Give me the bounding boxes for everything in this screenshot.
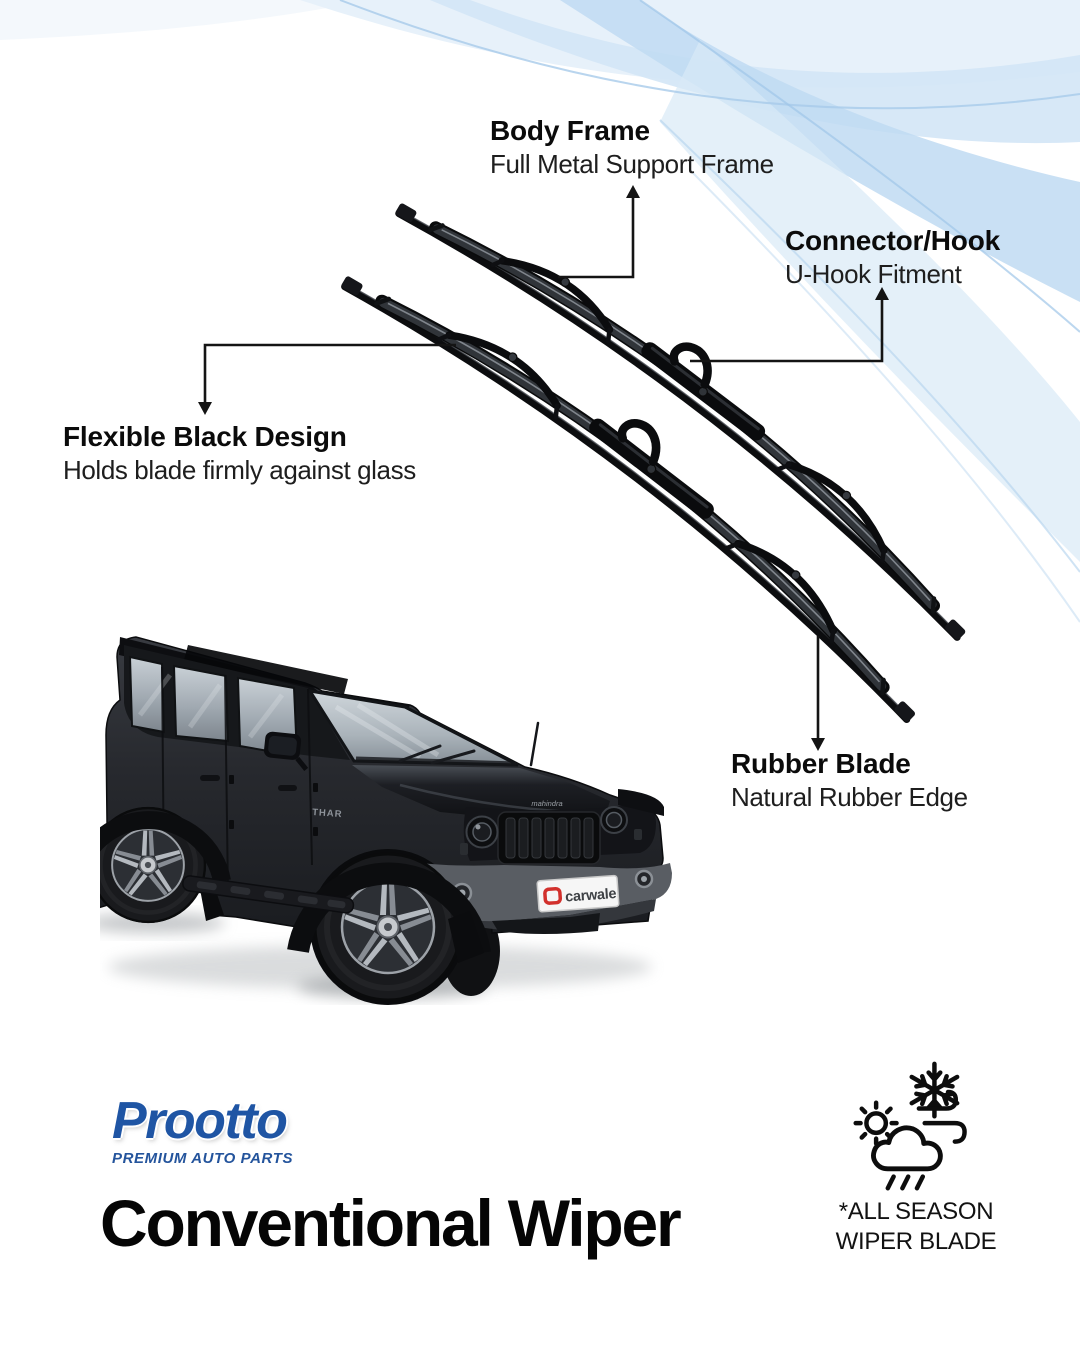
license-plate: carwale — [536, 874, 620, 913]
mud-flap — [200, 885, 224, 921]
car-hood — [352, 765, 610, 821]
season-badge-line2: WIPER BLADE — [835, 1228, 997, 1255]
callout-line-connector-hook — [690, 298, 884, 363]
car-antenna — [529, 721, 540, 767]
wave-line — [659, 119, 1080, 573]
windshield-wipers — [398, 744, 476, 765]
wave-line — [639, 0, 1080, 333]
wave-band — [0, 0, 370, 40]
wave-band — [660, 40, 1080, 562]
headlight-icon — [600, 806, 628, 834]
callout-subtitle: Full Metal Support Frame — [490, 149, 774, 179]
suv-car-photo: mahindra carwale — [100, 636, 672, 1005]
callout-title: Rubber Blade — [731, 748, 911, 779]
callout-subtitle: Natural Rubber Edge — [731, 782, 968, 812]
door-badge-text: THAR — [312, 807, 343, 820]
car-door-seams — [161, 666, 318, 896]
callout-rubber-blade: Rubber Blade Natural Rubber Edge — [731, 747, 968, 814]
car-windshield — [306, 688, 519, 767]
arrowhead-down-icon — [811, 738, 825, 751]
plate-text: carwale — [565, 886, 617, 906]
wave-line — [339, 0, 1080, 110]
door-handle — [200, 775, 220, 781]
wave-line — [689, 169, 1080, 623]
wind-icon — [916, 1089, 967, 1144]
brand-logo: Prootto PREMIUM AUTO PARTS — [112, 1094, 293, 1168]
callout-title: Flexible Black Design — [63, 421, 347, 452]
side-step — [182, 875, 355, 914]
hood-brand-text: mahindra — [531, 799, 562, 808]
arrowhead-down-icon — [198, 402, 212, 415]
car-grille — [497, 811, 601, 865]
season-badge-text: *ALL SEASON WIPER BLADE — [826, 1197, 1006, 1257]
arrowhead-up-icon — [626, 185, 640, 198]
brand-tagline: PREMIUM AUTO PARTS — [112, 1150, 294, 1167]
callout-line-flexible-design — [203, 343, 456, 404]
side-mirror — [263, 731, 309, 771]
carwale-logo-icon — [543, 886, 563, 905]
car-sunroof — [184, 645, 348, 694]
callout-title: Connector/Hook — [785, 225, 1000, 256]
callout-body-frame: Body Frame Full Metal Support Frame — [490, 114, 774, 181]
door-handle — [278, 785, 297, 791]
callout-connector-hook: Connector/Hook U-Hook Fitment — [785, 224, 1000, 291]
mud-flap — [448, 911, 484, 963]
season-badge-line1: *ALL SEASON — [838, 1198, 994, 1225]
fender-flare-rear — [100, 811, 231, 883]
callout-subtitle: Holds blade firmly against glass — [63, 455, 416, 485]
all-season-weather-icon — [853, 1061, 967, 1191]
rain-cloud-icon — [871, 1125, 943, 1191]
brand-name: Prootto — [112, 1092, 288, 1150]
callout-subtitle: U-Hook Fitment — [785, 259, 962, 289]
turn-indicator — [460, 843, 468, 855]
headlight-icon — [465, 815, 499, 849]
turn-indicator — [634, 829, 642, 840]
callout-flexible-design: Flexible Black Design Holds blade firmly… — [63, 420, 416, 487]
callout-line-body-frame — [558, 196, 635, 279]
arrowhead-up-icon — [875, 287, 889, 300]
page-title: Conventional Wiper — [100, 1186, 682, 1260]
callout-title: Body Frame — [490, 115, 650, 146]
